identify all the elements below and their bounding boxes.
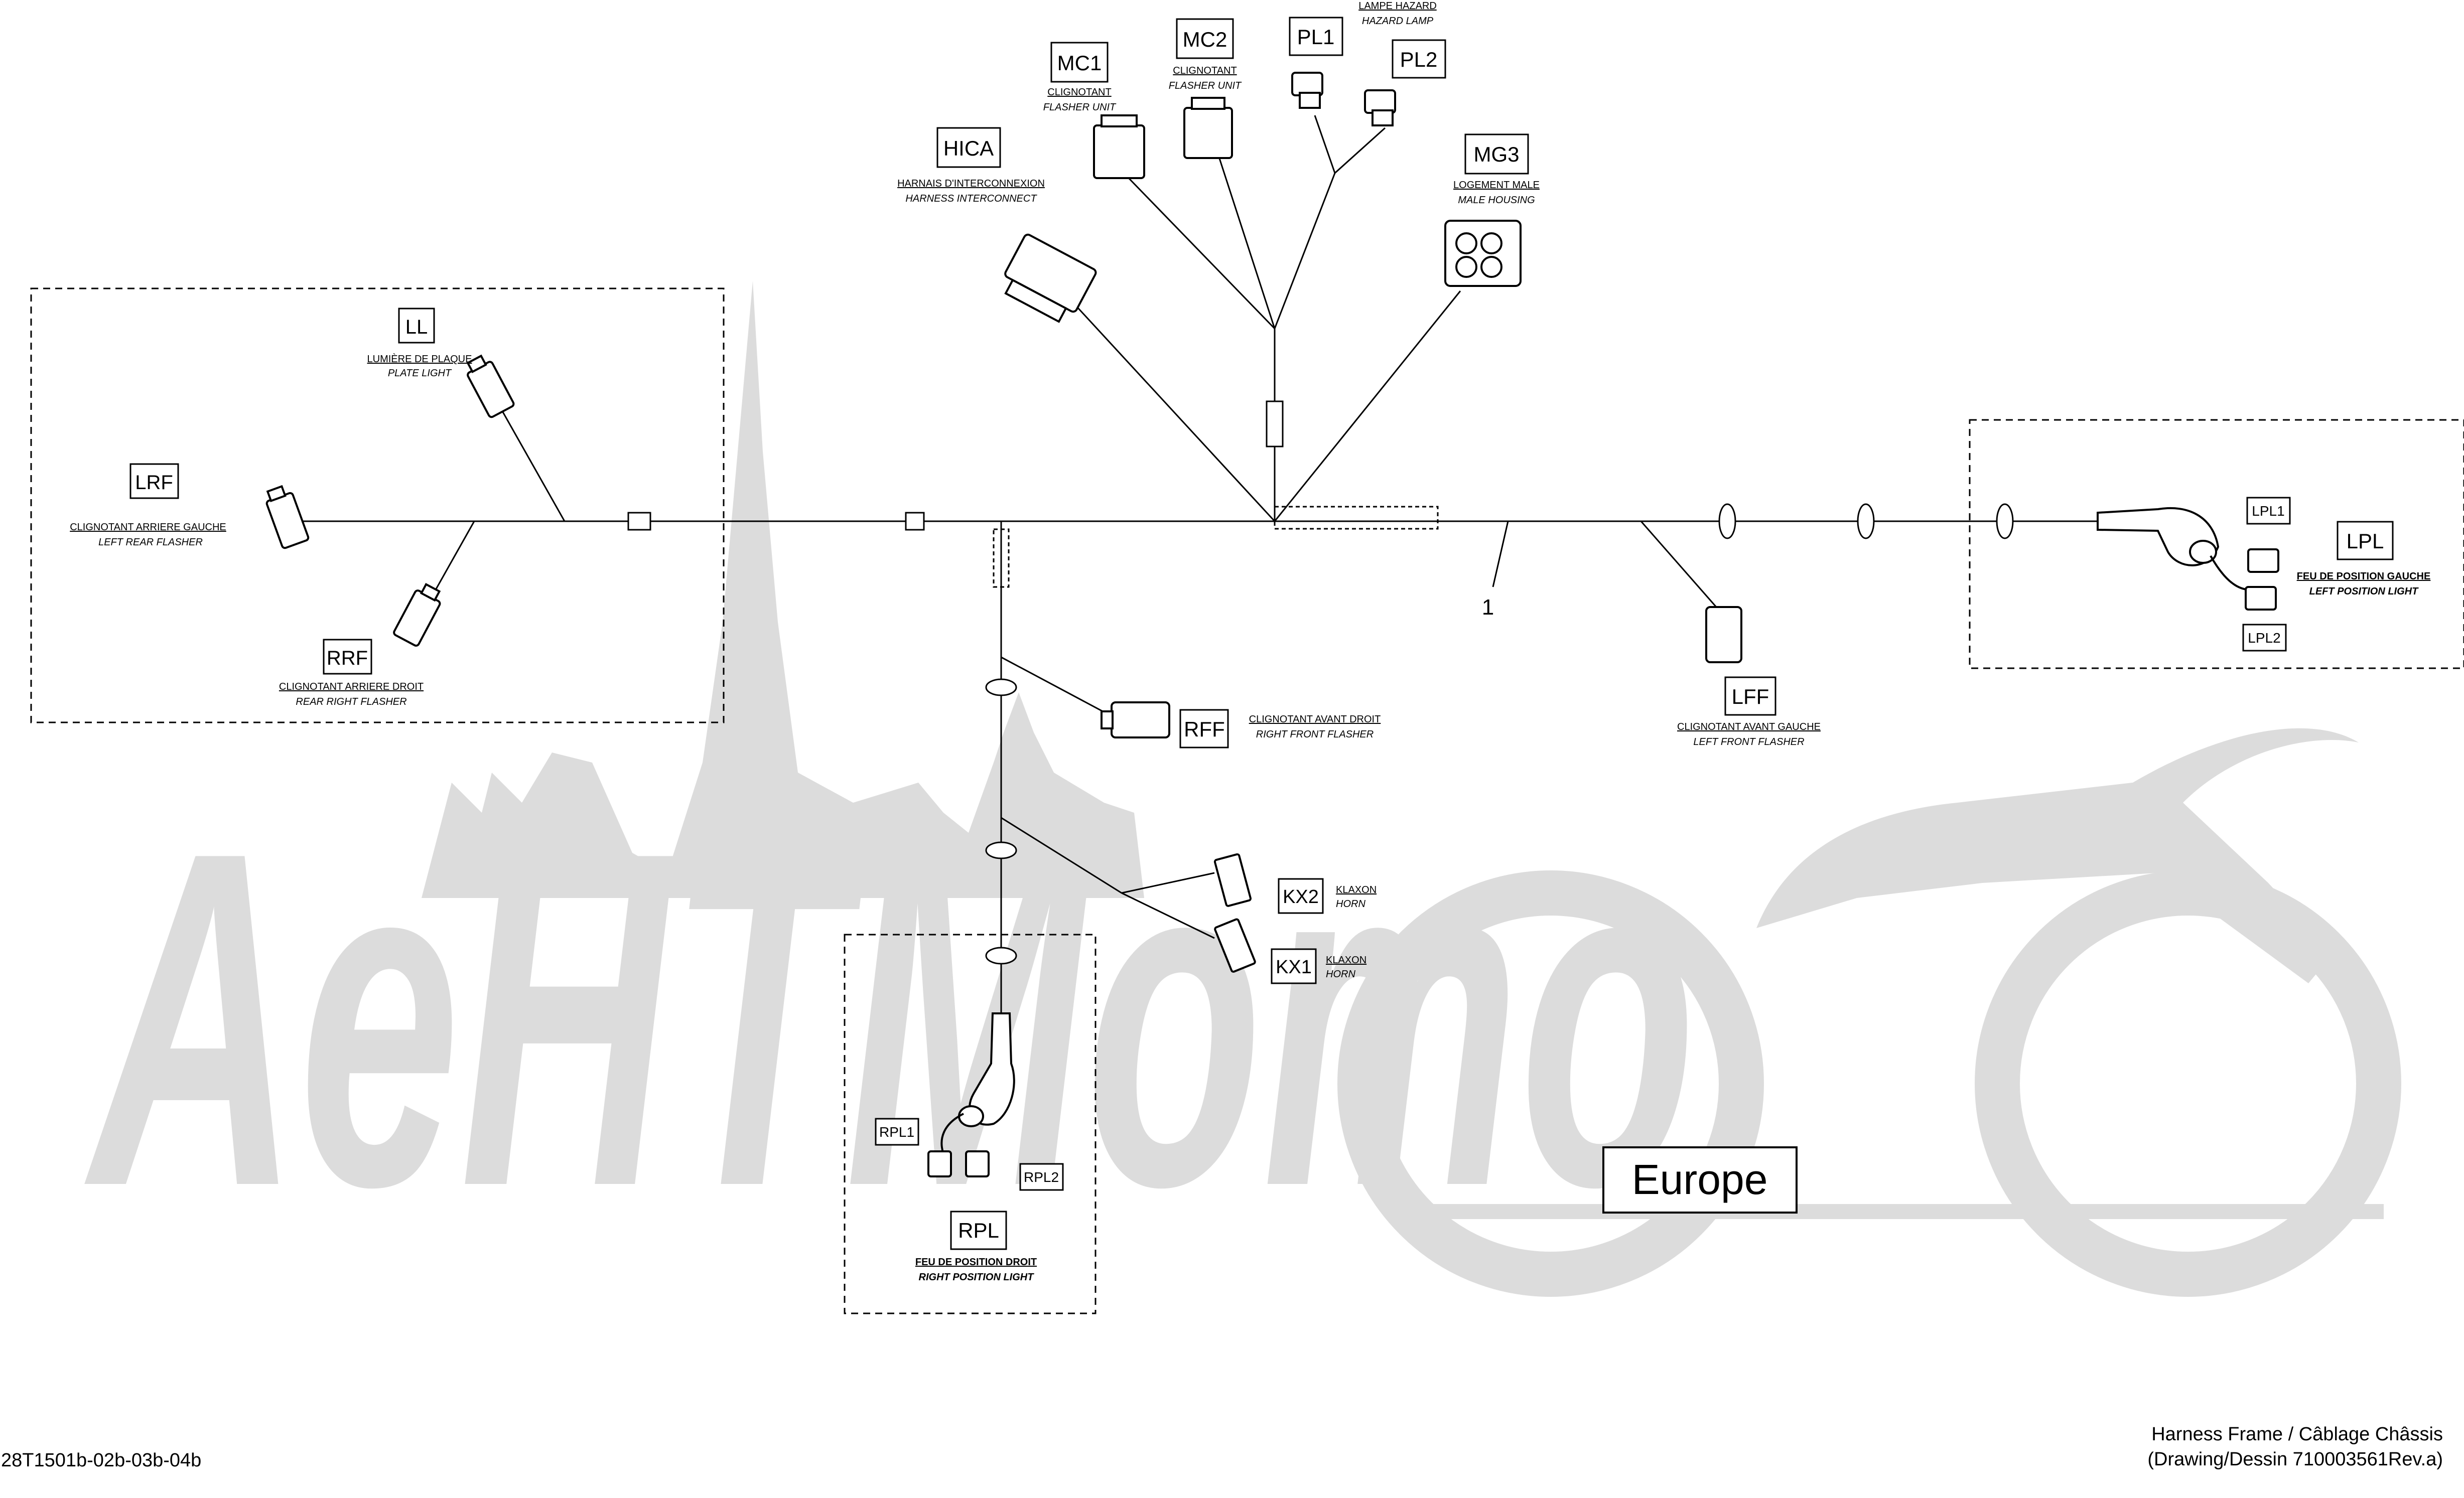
label-pl2-fr: LAMPE HAZARD — [1358, 1, 1437, 12]
label-ll-code: LL — [405, 316, 428, 338]
lamp-lpl — [2097, 507, 2279, 611]
label-mc1-fr: CLIGNOTANT — [1047, 87, 1111, 98]
watermark-rear-wheel — [1337, 870, 1764, 1297]
label-lpl-en: LEFT POSITION LIGHT — [2309, 586, 2419, 597]
label-lpl2: LPL2 — [2248, 630, 2280, 646]
label-lrf-en: LEFT REAR FLASHER — [98, 537, 203, 548]
label-pl1-code: PL1 — [1297, 25, 1335, 49]
grommet — [1996, 503, 2014, 539]
label-rpl1: RPL1 — [879, 1124, 914, 1140]
connector-lrf — [265, 485, 310, 549]
label-kx2-en: HORN — [1336, 898, 1365, 910]
label-hica-en: HARNESS INTERCONNECT — [905, 193, 1037, 204]
label-pl2-en: HAZARD LAMP — [1362, 16, 1434, 27]
label-rrf-en: REAR RIGHT FLASHER — [296, 696, 406, 707]
connector-lff — [1705, 606, 1742, 663]
label-rrf-code: RRF — [327, 647, 368, 669]
connector-mc1 — [1093, 114, 1145, 179]
label-lff-en: LEFT FRONT FLASHER — [1693, 736, 1804, 747]
watermark-skyline — [422, 281, 1144, 898]
label-kx2-fr: KLAXON — [1336, 884, 1377, 895]
connector-rff — [1101, 701, 1170, 738]
lamp-rpl — [927, 1012, 1015, 1177]
item-number: 1 — [1482, 595, 1494, 620]
connector-kx1 — [1214, 918, 1256, 973]
label-lrf-code: LRF — [135, 472, 173, 494]
connector-pl2 — [1364, 89, 1396, 126]
sleeve-dashed — [1274, 506, 1439, 530]
grommet — [985, 947, 1017, 965]
label-mg3-en: MALE HOUSING — [1458, 195, 1535, 206]
label-kx2-code: KX2 — [1283, 886, 1319, 908]
rear-light-zone — [30, 287, 725, 723]
label-kx1-fr: KLAXON — [1326, 955, 1366, 966]
left-position-zone — [1969, 419, 2464, 669]
label-hica-fr: HARNAIS D'INTERCONNEXION — [897, 178, 1045, 189]
grommet — [1857, 503, 1875, 539]
connector-rrf — [393, 583, 441, 647]
drawing-number: (Drawing/Dessin 710003561Rev.a) — [2147, 1449, 2443, 1470]
label-mc2-code: MC2 — [1183, 28, 1227, 51]
label-mc1-code: MC1 — [1057, 51, 1102, 75]
drawing-title: Harness Frame / Câblage Châssis — [2151, 1424, 2443, 1445]
tape-marker — [1266, 400, 1284, 447]
label-lpl-fr: FEU DE POSITION GAUCHE — [2297, 571, 2431, 582]
label-rff-fr: CLIGNOTANT AVANT DROIT — [1249, 714, 1381, 725]
connector-pl1 — [1291, 72, 1323, 109]
label-kx1-en: HORN — [1326, 969, 1355, 980]
connector-mg3 — [1444, 220, 1522, 287]
drawing-reference: 28T1501b-02b-03b-04b — [1, 1450, 202, 1471]
label-rpl2: RPL2 — [1024, 1169, 1059, 1185]
watermark-front-wheel — [1975, 870, 2401, 1297]
connector-kx2 — [1213, 853, 1252, 907]
grommet — [985, 841, 1017, 859]
watermark: AeHTMomo — [81, 281, 2401, 1297]
connector-hica — [1004, 233, 1097, 323]
grommet — [1718, 503, 1736, 539]
grommet — [985, 678, 1017, 696]
region-label: Europe — [1632, 1156, 1768, 1203]
label-lpl-code: LPL — [2347, 529, 2384, 553]
connector-mc2 — [1183, 97, 1233, 159]
label-rpl-fr: FEU DE POSITION DROIT — [915, 1257, 1037, 1268]
label-mc1-en: FLASHER UNIT — [1043, 102, 1117, 113]
label-mc2-fr: CLIGNOTANT — [1173, 65, 1237, 76]
connector-ll — [466, 354, 515, 418]
watermark-motorcycle — [1756, 728, 2359, 983]
label-lpl1: LPL1 — [2252, 503, 2284, 519]
label-hica-code: HICA — [943, 136, 994, 160]
label-mc2-en: FLASHER UNIT — [1169, 80, 1242, 91]
tape-marker — [627, 512, 651, 531]
right-position-zone — [844, 934, 1097, 1314]
label-rrf-fr: CLIGNOTANT ARRIERE DROIT — [279, 681, 424, 692]
tape-marker — [905, 512, 925, 531]
label-mg3-fr: LOGEMENT MALE — [1453, 180, 1540, 191]
label-pl2-code: PL2 — [1400, 48, 1438, 71]
label-mg3-code: MG3 — [1473, 142, 1519, 166]
label-ll-en: PLATE LIGHT — [388, 368, 452, 379]
sleeve-dashed — [993, 528, 1010, 588]
label-lrf-fr: CLIGNOTANT ARRIERE GAUCHE — [70, 522, 226, 533]
label-kx1-code: KX1 — [1276, 957, 1312, 978]
label-lff-fr: CLIGNOTANT AVANT GAUCHE — [1677, 721, 1821, 732]
label-ll-fr: LUMIÈRE DE PLAQUE — [367, 353, 472, 365]
label-rpl-code: RPL — [958, 1219, 999, 1242]
label-rpl-en: RIGHT POSITION LIGHT — [919, 1272, 1035, 1283]
label-rff-code: RFF — [1184, 717, 1225, 741]
label-rff-en: RIGHT FRONT FLASHER — [1256, 729, 1374, 740]
label-lff-code: LFF — [1732, 685, 1769, 708]
